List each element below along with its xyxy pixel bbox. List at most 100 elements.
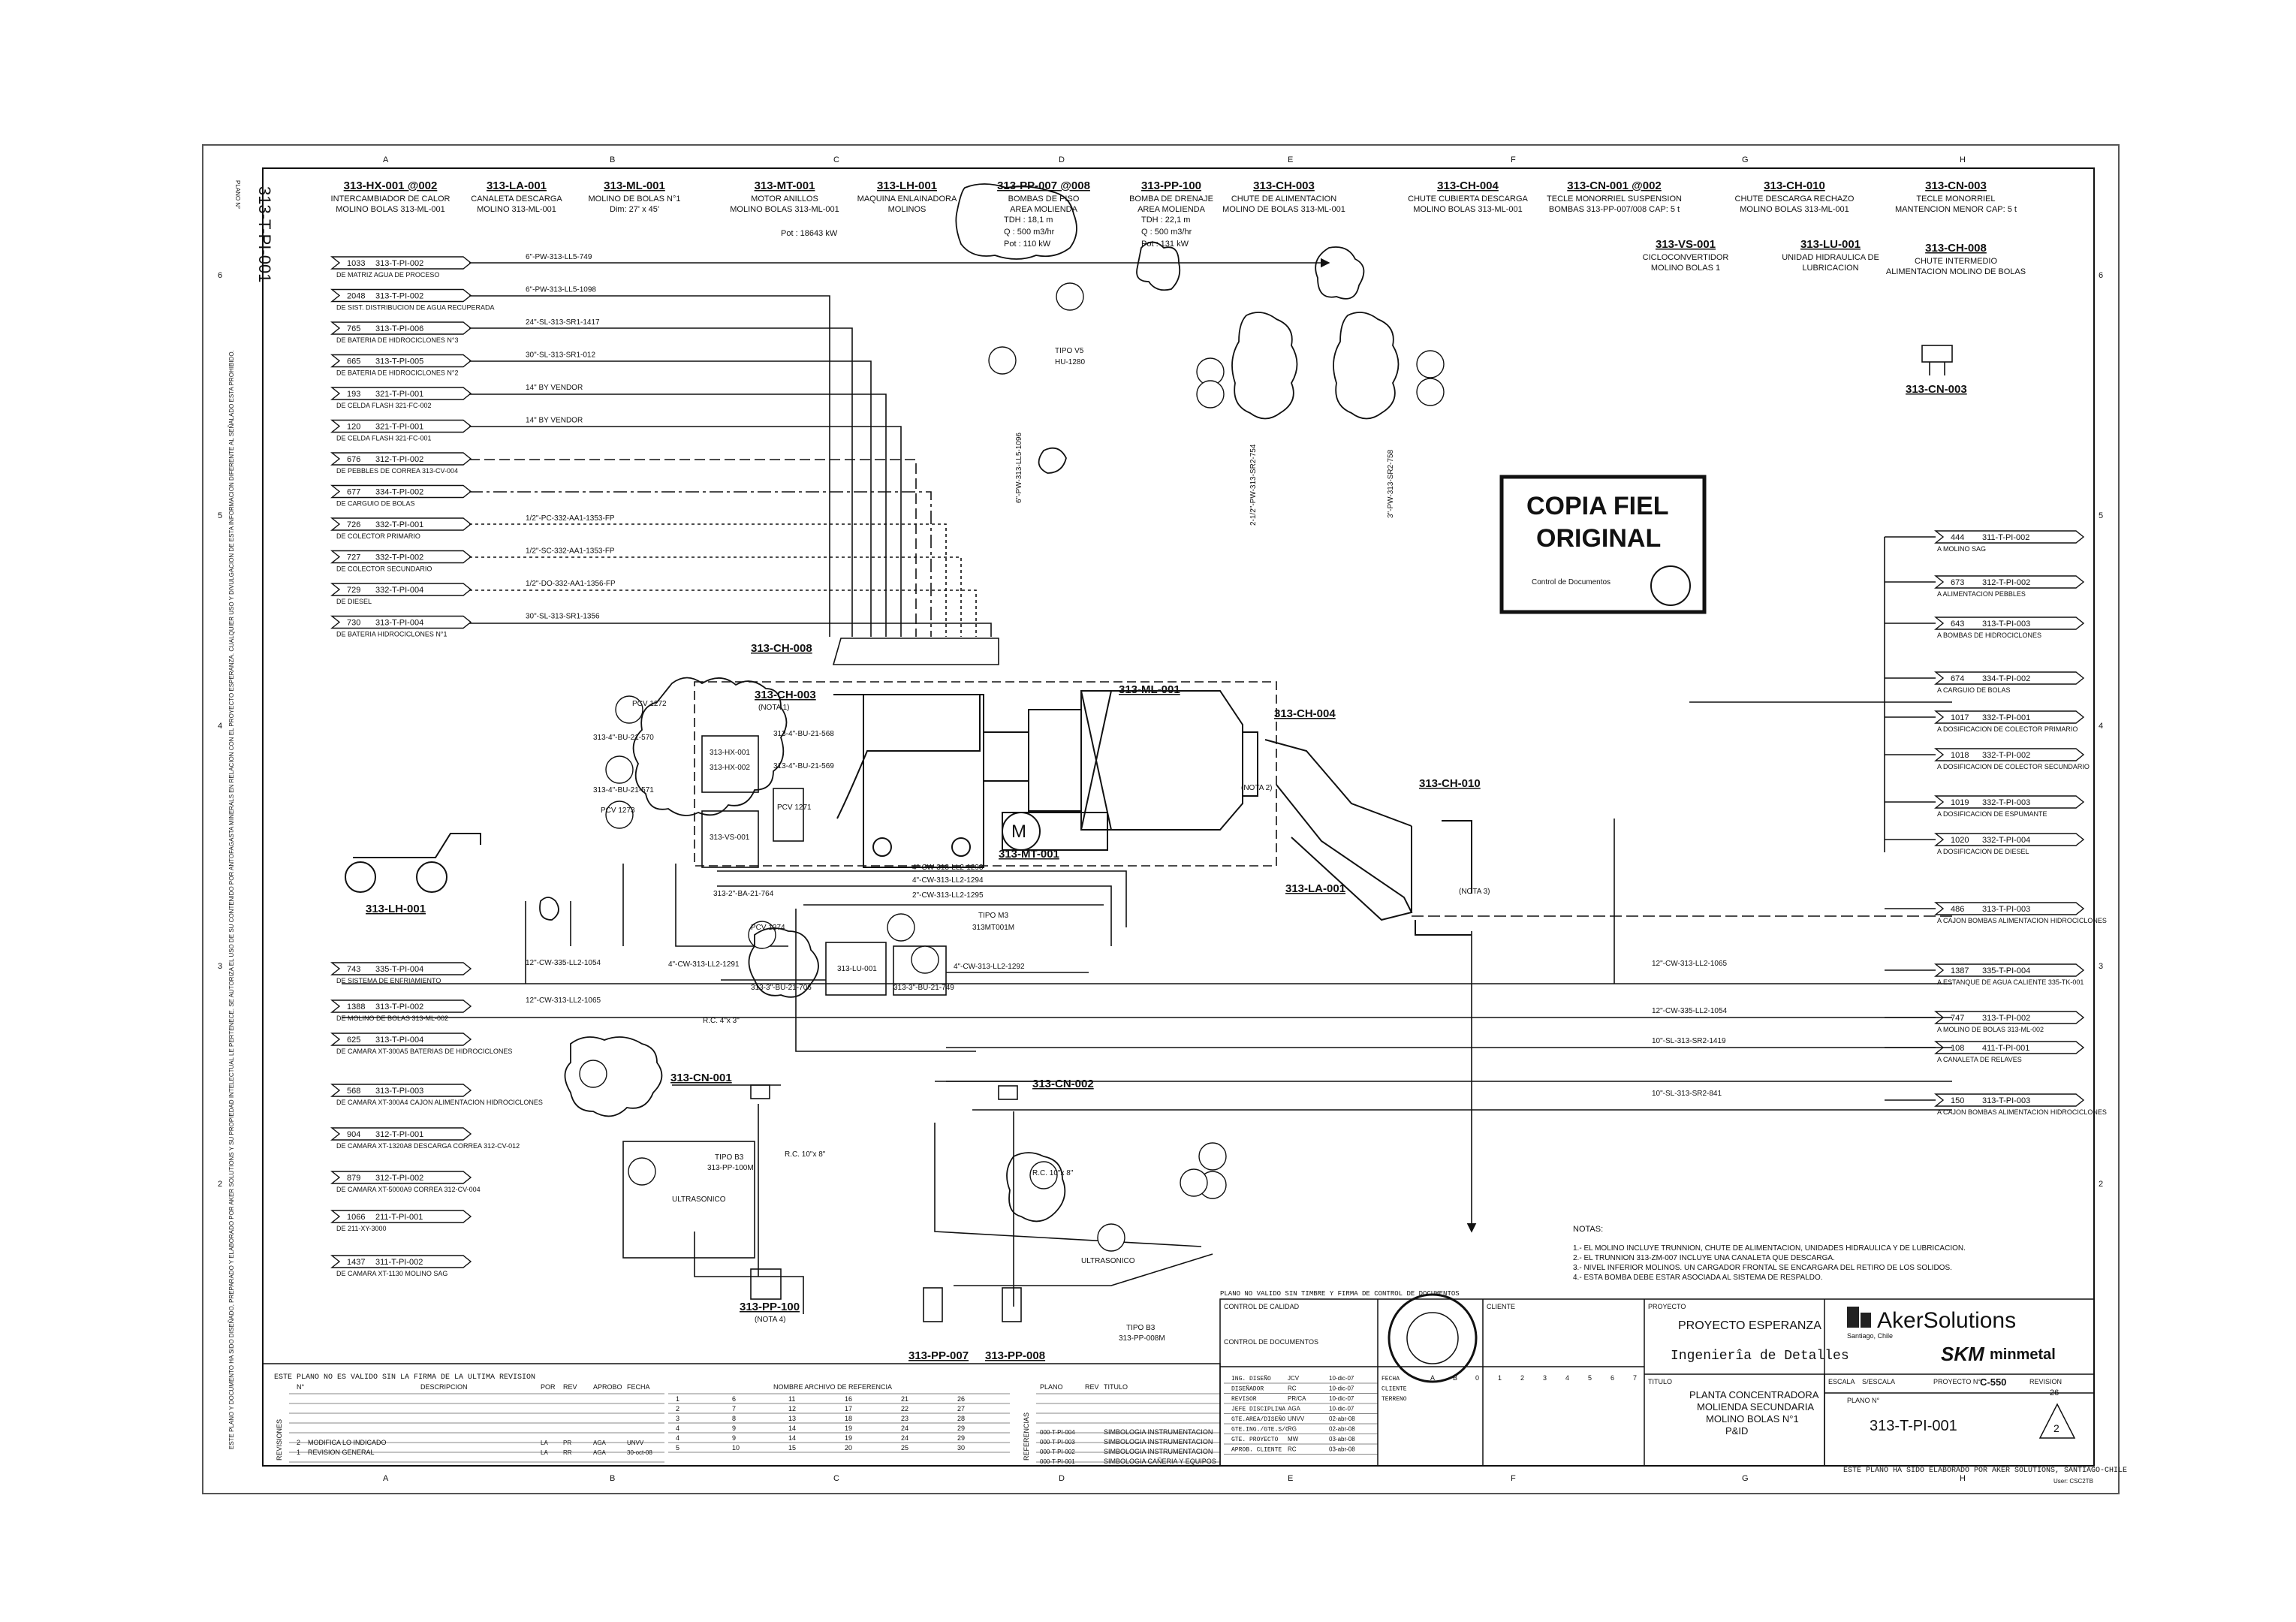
note-item: 1.- EL MOLINO INCLUYE TRUNNION, CHUTE DE…: [1573, 1244, 1966, 1253]
line-number: 24"-SL-313-SR1-1417: [526, 318, 600, 327]
revision-fecha: 30-oct-08: [627, 1449, 652, 1456]
note-item: 2.- EL TRUNNION 313-ZM-007 INCLUYE UNA C…: [1573, 1254, 1835, 1262]
connector-ref: 332-T-PI-004: [1982, 836, 2030, 845]
line-number: 1/2"-DO-332-AA1-1356-FP: [526, 580, 616, 588]
sign-firma: RC: [1288, 1446, 1297, 1453]
reference-header: PLANO: [1040, 1383, 1063, 1391]
connector-desc: DE COLECTOR PRIMARIO: [336, 532, 420, 540]
proyecto-label: PROYECTO: [1648, 1303, 1686, 1310]
sign-firma: RC: [1288, 1385, 1297, 1392]
connector-ref: 313-T-PI-004: [375, 1036, 423, 1045]
cliente-terreno-label: FECHA: [1382, 1376, 1400, 1382]
sign-fecha: 02-abr-08: [1329, 1415, 1355, 1422]
pp007-tag: 313-PP-007: [908, 1349, 969, 1362]
instrument-bubble: [1198, 1142, 1227, 1171]
partner-minmetal: minmetal: [1990, 1346, 2056, 1363]
connector-arrow: [1934, 902, 2085, 915]
connector-desc: A MOLINO DE BOLAS 313-ML-002: [1937, 1026, 2044, 1033]
notes-title: NOTAS:: [1573, 1225, 1603, 1234]
connector-number: 120: [347, 423, 360, 432]
col-letter-bottom: D: [1059, 1474, 1065, 1483]
row-number-right: 2: [2099, 1180, 2103, 1189]
control-calidad: CONTROL DE CALIDAD: [1224, 1303, 1300, 1310]
cliente-terreno-label: CLIENTE: [1382, 1386, 1407, 1393]
sign-fecha: 03-abr-08: [1329, 1436, 1355, 1443]
hu1280: HU-1280: [1055, 358, 1085, 366]
connector-desc: A CANALETA DE RELAVES: [1937, 1056, 2022, 1063]
sign-firma: PR/CA: [1288, 1395, 1306, 1402]
sump-area: [622, 1104, 1213, 1322]
equipment-desc-1: CHUTE DESCARGA RECHAZO: [1735, 194, 1855, 204]
titulo-label: TITULO: [1648, 1378, 1672, 1385]
revision-por: LA: [541, 1449, 548, 1456]
revision-por: LA: [541, 1440, 548, 1446]
pcv1273-label: PCV 1273: [601, 806, 635, 815]
line-number: 6"-PW-313-LL5-1098: [526, 286, 596, 294]
connector-desc: DE MATRIZ AGUA DE PROCESO: [336, 271, 439, 279]
equipment-tag: 313-VS-001: [1656, 238, 1716, 251]
sign-role: ING. DISEÑO: [1231, 1376, 1271, 1382]
connector-arrow: [330, 484, 472, 499]
rc-label: R.C. 4"x 3": [703, 1017, 740, 1025]
connector-number: 625: [347, 1036, 360, 1045]
hx001-tag: 313-HX-001: [710, 749, 750, 757]
connector-arrow: [330, 583, 472, 596]
aker-doc-stamp: [1388, 1293, 1478, 1383]
connector-arrow: [1934, 795, 2085, 809]
connector-number: 1388: [347, 1002, 365, 1011]
sign-firma: MW: [1288, 1436, 1299, 1443]
pcv1271-label: PCV 1271: [777, 803, 812, 812]
connector-desc: A DOSIFICACION DE DIESEL: [1937, 848, 2029, 855]
line-number: 10"-SL-313-SR2-841: [1652, 1090, 1722, 1098]
equipment-tag: 313-LU-001: [1800, 238, 1861, 251]
reference-title: SIMBOLOGIA INSTRUMENTACION: [1104, 1428, 1213, 1436]
connector-ref: 332-T-PI-004: [375, 586, 423, 595]
connector-number: 1017: [1951, 713, 1969, 722]
sign-fecha: 10-dic-07: [1329, 1395, 1354, 1402]
connector-number: 2048: [347, 292, 365, 301]
connector-number: 486: [1951, 905, 1964, 914]
instrument-bubble: [1029, 1161, 1058, 1189]
title-line4: P&ID: [1725, 1425, 1748, 1437]
connector-number: 568: [347, 1087, 360, 1096]
equipment-desc-1: CHUTE CUBIERTA DESCARGA: [1408, 194, 1528, 204]
connector-arrow: [1934, 963, 2085, 977]
proyecto-name: PROYECTO ESPERANZA: [1678, 1319, 1821, 1332]
cn002-tag: 313-CN-002: [1032, 1078, 1094, 1090]
rev-column: 0: [1475, 1374, 1479, 1382]
equipment-tag: 313-LH-001: [877, 179, 937, 192]
lh001-tag: 313-LH-001: [366, 903, 426, 915]
revision-clouds: [539, 183, 1400, 1223]
ingenieria: Ingenierîa de Detalles: [1671, 1349, 1849, 1364]
connector-arrow: [1934, 575, 2085, 589]
tipo-b3b: TIPO B3: [1126, 1324, 1156, 1332]
connector-ref: 313-T-PI-006: [375, 324, 423, 333]
col-letter-top: A: [383, 155, 389, 164]
discharge-chutes: [1264, 739, 1472, 936]
archive-cell: 29: [957, 1425, 965, 1432]
connector-desc: A BOMBAS DE HIDROCICLONES: [1937, 632, 2041, 639]
connector-arrow: [330, 387, 472, 400]
ch003-tag: 313-CH-003: [755, 689, 816, 701]
equipment-tag: 313-CH-010: [1764, 179, 1825, 192]
row-number-right: 3: [2099, 962, 2103, 971]
connector-desc: DE CAMARA XT-300A5 BATERIAS DE HIDROCICL…: [336, 1048, 512, 1055]
line-number: 14" BY VENDOR: [526, 384, 583, 392]
archive-cell: 7: [732, 1405, 736, 1412]
bu568-line: 313-4"-BU-21-568: [773, 730, 834, 738]
connector-ref: 313-T-PI-002: [375, 292, 423, 301]
connector-arrow: [330, 1127, 472, 1141]
equipment-desc-2: MANTENCION MENOR CAP: 5 t: [1895, 205, 2017, 214]
motor-symbol: M: [1011, 822, 1026, 842]
instrument-bubble: [1097, 1223, 1125, 1252]
archive-cell: 20: [845, 1444, 852, 1452]
line-number: 12"-CW-335-LL2-1054: [1652, 1007, 1728, 1015]
archive-cell: 16: [845, 1395, 852, 1403]
connector-number: 765: [347, 324, 360, 333]
vertical-plan-number: 313-T-PI-001: [255, 186, 274, 282]
archive-cell: 15: [788, 1444, 796, 1452]
